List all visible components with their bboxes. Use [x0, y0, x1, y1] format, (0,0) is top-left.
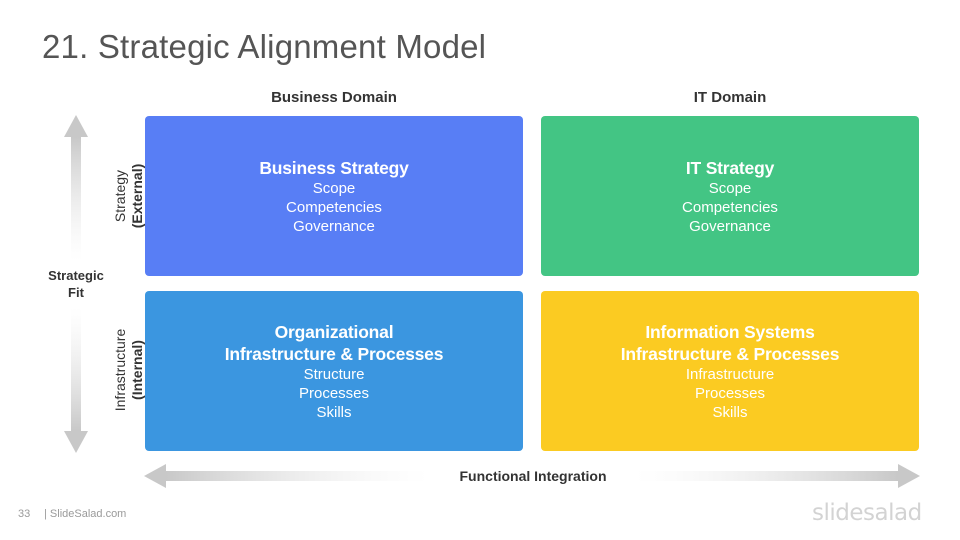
box-item: Skills [712, 403, 748, 421]
row-label-strategy-line2: (External) [129, 163, 145, 229]
box-item: Infrastructure [685, 365, 775, 383]
arrowhead-down-icon [64, 431, 88, 453]
it-strategy-box: IT Strategy Scope Competencies Governanc… [541, 116, 919, 276]
box-item: Structure [303, 365, 365, 383]
strategic-fit-line1: Strategic [48, 268, 104, 283]
box-item: Scope [312, 179, 356, 197]
row-label-infrastructure-line2: (Internal) [129, 340, 145, 400]
page-number: 33 [18, 508, 31, 520]
box-item: Governance [293, 217, 375, 235]
arrowhead-up-icon [64, 115, 88, 137]
box-item: Competencies [286, 198, 382, 216]
box-item: Governance [689, 217, 771, 235]
row-label-strategy-line1: Strategy [112, 169, 128, 223]
strategic-fit-line2: Fit [68, 285, 84, 300]
organizational-infrastructure-box: Organizational Infrastructure & Processe… [145, 291, 523, 451]
box-heading: IT Strategy [685, 157, 775, 178]
column-header-business-domain: Business Domain [271, 89, 397, 106]
row-label-infrastructure: Infrastructure (Internal) [112, 310, 146, 430]
box-heading: Infrastructure & Processes [224, 343, 444, 364]
column-header-it-domain: IT Domain [693, 89, 767, 106]
box-item: Skills [316, 403, 352, 421]
business-strategy-box: Business Strategy Scope Competencies Gov… [145, 116, 523, 276]
box-heading: Information Systems [645, 321, 815, 342]
arrowhead-left-icon [144, 464, 166, 488]
strategic-fit-label: Strategic Fit [36, 267, 116, 301]
row-label-strategy: Strategy (External) [112, 136, 146, 256]
box-item: Scope [708, 179, 752, 197]
information-systems-infrastructure-box: Information Systems Infrastructure & Pro… [541, 291, 919, 451]
box-item: Processes [694, 384, 766, 402]
box-heading: Infrastructure & Processes [620, 343, 840, 364]
footer-site: | SlideSalad.com [44, 508, 127, 520]
slidesalad-logo: slidesalad [812, 500, 922, 526]
functional-integration-label: Functional Integration [459, 468, 607, 484]
row-label-infrastructure-line1: Infrastructure [112, 328, 128, 412]
arrowhead-right-icon [898, 464, 920, 488]
box-heading: Organizational [274, 321, 394, 342]
page-title: 21. Strategic Alignment Model [42, 28, 487, 65]
functional-integration-arrow [144, 464, 920, 488]
box-item: Processes [298, 384, 370, 402]
box-heading: Business Strategy [259, 157, 409, 178]
box-item: Competencies [682, 198, 778, 216]
